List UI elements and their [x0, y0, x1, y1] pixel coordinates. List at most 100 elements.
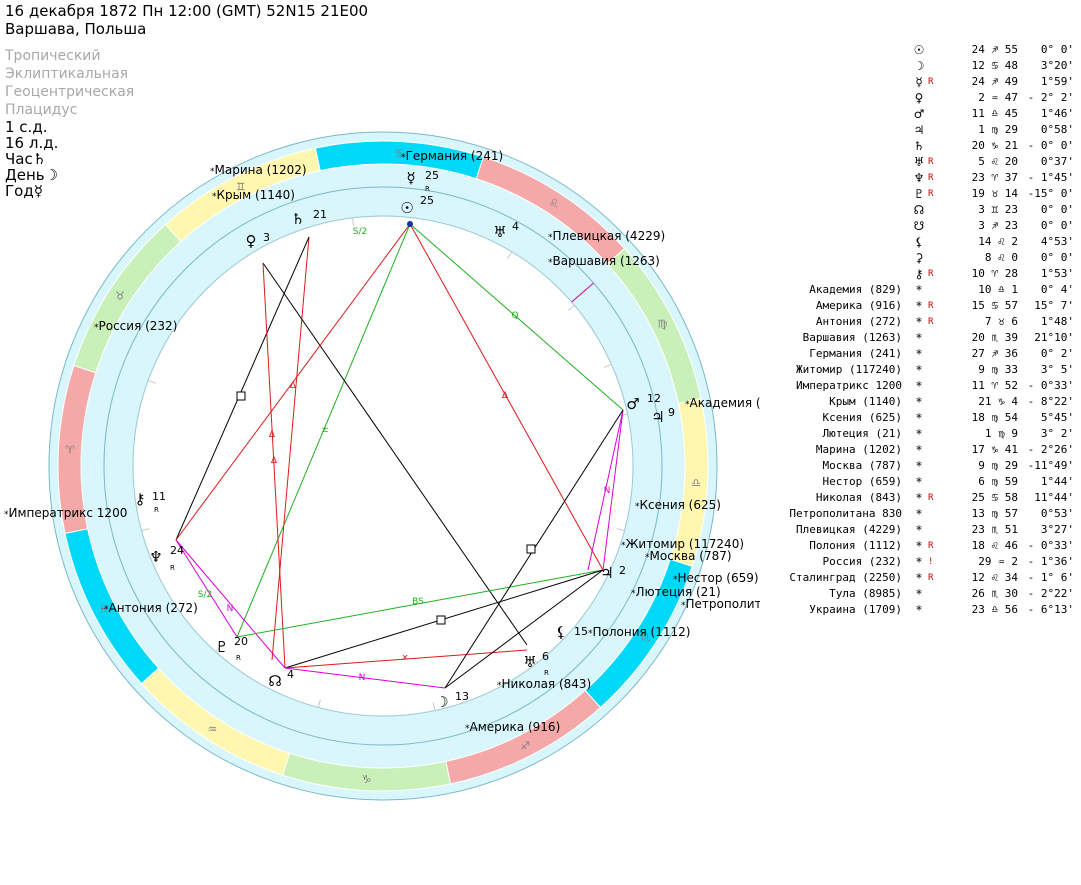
asteroid-label[interactable]: *Николая (843) [497, 677, 591, 691]
asteroid-icon: * [916, 491, 922, 505]
center-option[interactable]: Геоцентрическая [5, 84, 135, 100]
solar-day: 1 с.д. [5, 118, 48, 136]
latitude: - 8°22' [1027, 395, 1074, 408]
asteroid-label[interactable]: *Антония (272) [104, 601, 198, 615]
planet-icon: ♆ [913, 171, 925, 185]
sun-icon[interactable]: ☉ [400, 199, 413, 217]
asteroid-name-cell: Москва (787) [822, 459, 902, 472]
chiron-icon[interactable]: ⚷ [135, 490, 146, 508]
zodiac-position: 5 ♌ 20 [978, 155, 1018, 168]
asteroid-name-cell: Антония (272) [815, 315, 902, 328]
zodiac-position: 23 ♎ 56 [971, 603, 1018, 616]
aspect-line [175, 539, 286, 669]
asteroid-label[interactable]: *Крым (1140) [212, 188, 295, 202]
planet-icon: ⚸ [914, 235, 924, 249]
aspect-line [587, 409, 624, 571]
latitude: - 1°45' [1027, 171, 1074, 184]
aspect-line [236, 569, 604, 638]
asteroid-icon: * [916, 411, 922, 425]
zodiac-position: 9 ♍ 29 [978, 459, 1018, 472]
house-system-option[interactable]: Плацидус [5, 102, 78, 118]
asteroid-star: * [548, 258, 553, 268]
proserpina-icon[interactable]: ♃ [651, 408, 664, 426]
cusp-tick [141, 528, 150, 532]
asteroid-name: Житомир (117240) [626, 537, 745, 551]
asteroid-label[interactable]: *Москва (787) [645, 549, 732, 563]
neptune-icon[interactable]: ♆ [149, 548, 162, 566]
planet-degree: 2 [619, 564, 626, 577]
aspect-line [175, 236, 310, 541]
asteroid-name: Россия (232) [99, 319, 178, 333]
retrograde-marker: R [170, 564, 175, 572]
moon-icon[interactable]: ☽ [435, 693, 448, 711]
latitude: 1°53' [1040, 267, 1074, 280]
asteroid-label[interactable]: *Марина (1202) [210, 163, 307, 177]
asteroid-label[interactable]: *Петрополитана 830 [681, 597, 760, 611]
uranus-icon[interactable]: ♅ [523, 653, 536, 671]
zodiac-position: 19 ♉ 14 [971, 187, 1018, 200]
asteroid-label[interactable]: *Америка (916) [465, 720, 560, 734]
day-ruler: День☽ [5, 166, 58, 184]
planet-icon: ⚷ [914, 267, 924, 281]
asteroid-name-cell: Марина (1202) [815, 443, 902, 456]
coordinate-option[interactable]: Эклиптикальная [5, 66, 129, 82]
planet-row: ♄20 ♑ 21- 0° 0' [760, 138, 1078, 154]
uranus-alt-icon[interactable]: ♅ [493, 223, 506, 241]
asteroid-label[interactable]: *Лютеция (21) [631, 585, 721, 599]
venus-icon[interactable]: ♀ [246, 232, 257, 250]
lilith-icon[interactable]: ⚸ [556, 623, 567, 641]
retrograde-marker: R [154, 506, 159, 514]
asteroid-star: * [588, 629, 593, 639]
retrograde-flag: R [928, 189, 934, 199]
retrograde-flag: R [928, 301, 934, 311]
asteroid-icon: * [916, 315, 922, 329]
asteroid-label[interactable]: *Императрикс 1200 [4, 506, 127, 520]
asteroid-label[interactable]: *Варшавия (1263) [548, 254, 660, 268]
latitude: - 0° 0' [1027, 139, 1074, 152]
zodiac-position: 1 ♍ 29 [978, 123, 1018, 136]
pluto-icon[interactable]: ♇ [215, 638, 228, 656]
aspect-label: Δ [271, 456, 278, 466]
aspect-square-marker [236, 391, 246, 401]
mars-icon[interactable]: ♂ [626, 395, 639, 413]
asteroid-label[interactable]: *Плевицкая (4229) [548, 229, 665, 243]
zodiac-sector [64, 528, 160, 685]
asteroid-label[interactable]: *Германия (241) [401, 149, 503, 163]
asteroid-label[interactable]: *Ксения (625) [635, 498, 721, 512]
aspect-label: Δ [502, 391, 509, 401]
planet-icon: ♃ [913, 123, 925, 137]
aspect-label: N [604, 486, 611, 496]
asteroid-star: * [104, 605, 109, 615]
node-icon[interactable]: ☊ [268, 672, 281, 690]
asteroid-label[interactable]: *Полония (1112) [588, 625, 690, 639]
jupiter-icon[interactable]: ♃ [600, 564, 613, 582]
mercury-icon[interactable]: ☿ [406, 169, 415, 187]
asteroid-label[interactable]: *Житомир (117240) [621, 537, 744, 551]
retrograde-flag: R [928, 541, 934, 551]
aspect-line [409, 223, 604, 571]
asteroid-label[interactable]: *Академия (829) [685, 396, 760, 410]
aspect-label: N [359, 673, 366, 683]
saturn-icon[interactable]: ♄ [291, 210, 304, 228]
zodiac-position: 11 ♎ 45 [971, 107, 1018, 120]
asteroid-icon: * [916, 523, 922, 537]
retrograde-marker: R [236, 654, 241, 662]
zodiac-option[interactable]: Тропический [5, 48, 101, 64]
latitude: 1°46' [1040, 107, 1074, 120]
asteroid-label[interactable]: *Нестор (659) [673, 571, 759, 585]
asteroid-star: * [645, 553, 650, 563]
zodiac-sign-glyph: ♌ [549, 197, 559, 210]
lunar-day: 16 л.д. [5, 134, 59, 152]
asteroid-label[interactable]: *Россия (232) [94, 319, 177, 333]
asteroid-star: * [401, 153, 406, 163]
asteroid-name-cell: Крым (1140) [829, 395, 902, 408]
asteroid-icon: * [916, 379, 922, 393]
latitude: 11°44' [1034, 491, 1074, 504]
zodiac-position: 25 ♋ 58 [971, 491, 1018, 504]
planet-row: ♀2 ♒ 47- 2° 2' [760, 90, 1078, 106]
